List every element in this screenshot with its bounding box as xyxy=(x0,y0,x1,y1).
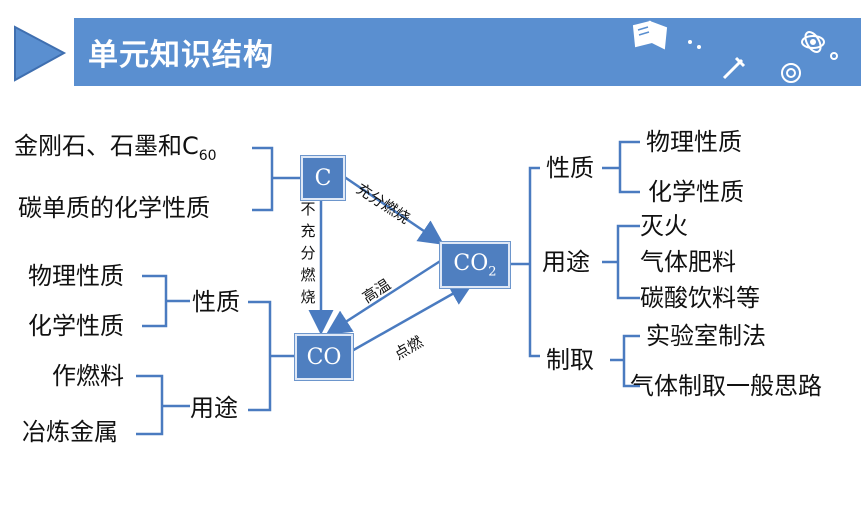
test-tube-icon xyxy=(722,56,746,80)
item-carbon-chemical-properties: 碳单质的化学性质 xyxy=(18,194,210,222)
co-chemical-properties: 化学性质 xyxy=(28,312,124,340)
co2-use-gas-fertilizer: 气体肥料 xyxy=(640,248,736,276)
arrow-co2-to-co xyxy=(325,256,446,335)
condition-char: 燃 xyxy=(300,266,316,284)
condition-char: 充 xyxy=(300,222,316,240)
condition-char: 分 xyxy=(300,244,316,262)
node-co2-label: CO2 xyxy=(453,251,496,279)
condition-char: 不 xyxy=(300,200,316,218)
co-uses-label: 用途 xyxy=(190,394,238,422)
page-title: 单元知识结构 xyxy=(88,38,274,73)
header-banner xyxy=(74,18,861,86)
co-use-fuel: 作燃料 xyxy=(52,362,124,390)
co-physical-properties: 物理性质 xyxy=(28,262,124,290)
co2-properties-label: 性质 xyxy=(546,154,594,182)
co2-physical-properties: 物理性质 xyxy=(646,128,742,156)
arrow-c-to-co2 xyxy=(342,174,445,245)
c60-subscript: 60 xyxy=(198,147,217,164)
book-icon xyxy=(632,20,668,50)
item-diamond-graphite-text: 金刚石、石墨和C xyxy=(14,132,199,160)
atom-icon xyxy=(801,31,838,60)
globe-icon xyxy=(688,40,701,49)
arrow-co-to-co2 xyxy=(349,281,475,354)
co-properties-label: 性质 xyxy=(192,288,240,316)
co2-uses-label: 用途 xyxy=(542,248,590,276)
node-co: CO xyxy=(295,334,353,380)
node-co-label: CO xyxy=(306,344,342,370)
co2-chemical-properties: 化学性质 xyxy=(648,178,744,206)
node-c-label: C xyxy=(314,165,332,191)
co-use-smelting: 冶炼金属 xyxy=(22,418,118,446)
item-diamond-graphite-c60: 金刚石、石墨和C60 xyxy=(14,132,217,170)
co2-use-carbonated-drinks: 碳酸饮料等 xyxy=(640,284,760,312)
header-arrow-icon xyxy=(14,25,67,82)
co2-lab-preparation: 实验室制法 xyxy=(646,322,766,350)
node-c: C xyxy=(301,156,345,200)
condition-incomplete-combustion: 不 充 分 燃 烧 xyxy=(300,198,316,308)
node-co2-subscript: 2 xyxy=(488,264,497,280)
co2-preparation-label: 制取 xyxy=(546,346,594,374)
flask-icon xyxy=(781,63,801,83)
condition-char: 烧 xyxy=(300,288,316,306)
co2-gas-preparation-approach: 气体制取一般思路 xyxy=(630,372,822,400)
node-co2: CO2 xyxy=(440,242,510,288)
decor-icons xyxy=(632,20,838,83)
node-co2-text: CO xyxy=(453,250,489,276)
co2-use-fire-extinguishing: 灭火 xyxy=(640,212,688,240)
